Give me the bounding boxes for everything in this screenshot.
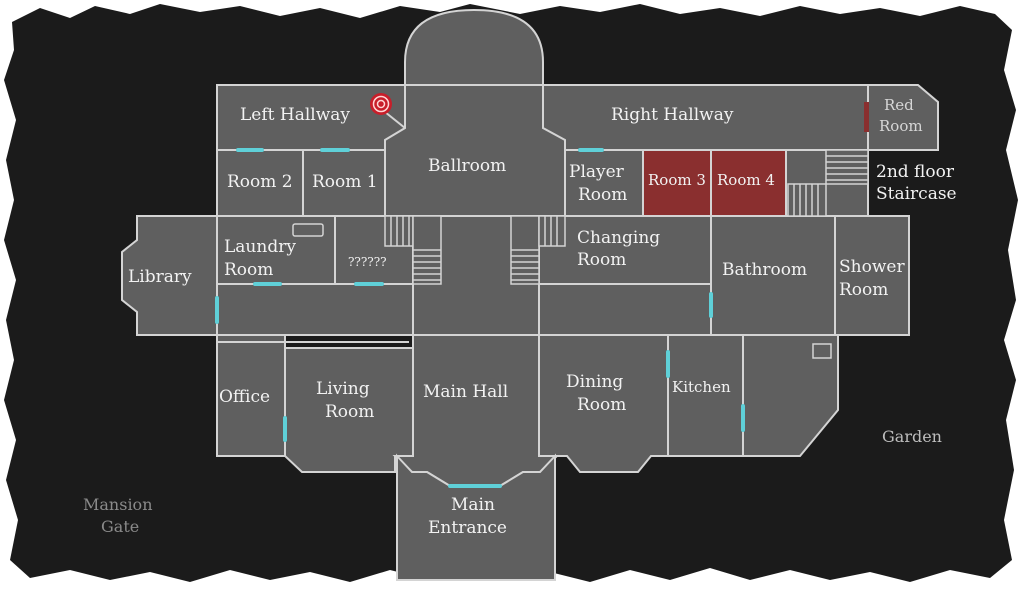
main-entrance-area: [396, 453, 556, 581]
main-hall-lower: [392, 334, 560, 487]
storage-area: [742, 334, 839, 457]
label-dining-room-2: Room: [577, 395, 626, 415]
label-mansion-gate-2: Gate: [101, 517, 139, 536]
label-staircase-1: 2nd floor: [876, 162, 955, 182]
red-room-door[interactable]: [864, 102, 869, 132]
label-changing-room-2: Room: [577, 250, 626, 270]
red-room-area: [867, 84, 939, 151]
shower-room-area: [834, 215, 910, 336]
ballroom-area: [384, 84, 566, 217]
label-unknown-room: ??????: [348, 255, 387, 269]
label-kitchen: Kitchen: [672, 378, 731, 396]
east-corridor-area: [538, 283, 712, 336]
label-mansion-gate-1: Mansion: [83, 495, 153, 514]
label-red-room-2: Room: [879, 117, 923, 135]
player-room-area: [564, 149, 644, 217]
bathroom-area: [710, 215, 836, 336]
changing-room-area: [538, 215, 712, 285]
label-main-hall: Main Hall: [423, 382, 508, 402]
label-room-3[interactable]: Room 3: [648, 171, 706, 189]
label-room-1: Room 1: [312, 172, 378, 192]
label-living-room-2: Room: [325, 402, 374, 422]
label-room-2: Room 2: [227, 172, 293, 192]
wall-line: [384, 111, 406, 129]
label-changing-room-1: Changing: [577, 228, 660, 248]
label-room-4[interactable]: Room 4: [717, 171, 775, 189]
label-office: Office: [219, 387, 270, 407]
stairs-second-floor: [787, 149, 869, 217]
stairs-west: [384, 215, 442, 285]
label-left-hallway: Left Hallway: [240, 105, 350, 125]
label-player-room-2: Room: [578, 185, 627, 205]
label-right-hallway: Right Hallway: [611, 105, 734, 125]
label-bathroom: Bathroom: [722, 260, 807, 280]
label-dining-room-1: Dining: [566, 372, 623, 392]
kitchen-area: [667, 334, 744, 457]
label-main-entrance-1: Main: [451, 495, 495, 515]
label-living-room-1: Living: [316, 379, 370, 399]
label-library: Library: [128, 267, 192, 287]
ballroom-dome: [404, 8, 544, 86]
label-laundry-room-2: Room: [224, 260, 273, 280]
laundry-fixture: [292, 223, 324, 237]
label-red-room-1: Red: [884, 96, 914, 114]
storage-fixture: [812, 343, 832, 359]
target-icon: [370, 93, 392, 115]
doors: [215, 148, 745, 488]
label-laundry-room-1: Laundry: [224, 237, 296, 257]
label-ballroom: Ballroom: [428, 156, 506, 176]
room-3-area[interactable]: [642, 149, 712, 217]
stairs-east: [510, 215, 566, 285]
label-staircase-2: Staircase: [876, 184, 957, 204]
label-main-entrance-2: Entrance: [428, 518, 507, 538]
label-garden: Garden: [882, 427, 942, 446]
label-shower-room-2: Room: [839, 280, 888, 300]
west-corridor-area: [216, 283, 414, 336]
label-shower-room-1: Shower: [839, 257, 905, 277]
label-player-room-1: Player: [569, 162, 625, 182]
